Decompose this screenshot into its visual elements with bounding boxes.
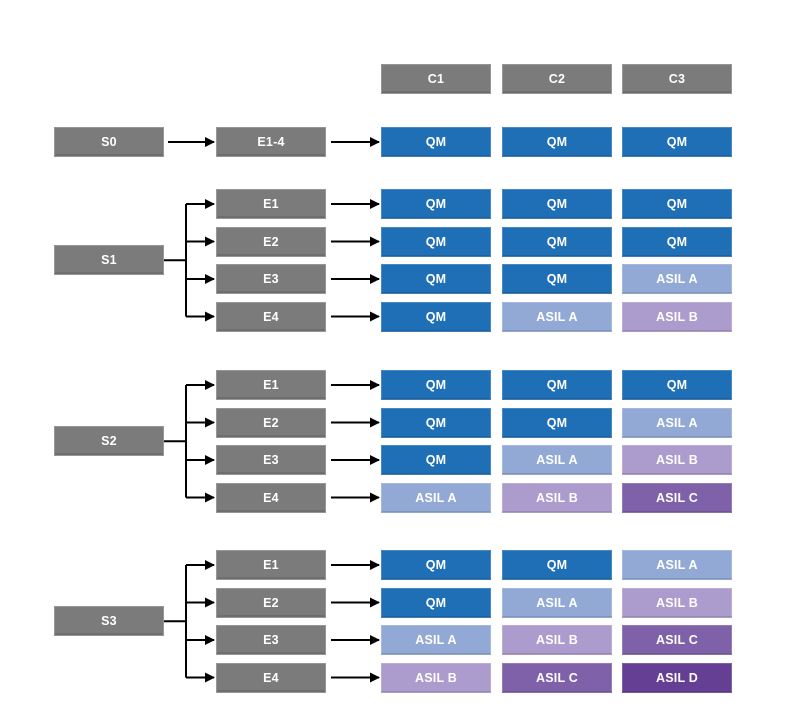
exposure-box-s3-e1: E1: [216, 550, 326, 580]
asil-cell-s1-e4-c2: ASIL A: [502, 301, 612, 332]
severity-box-s3: S3: [54, 606, 164, 637]
asil-cell-s0-e1-4-c1: QM: [381, 127, 491, 157]
asil-cell-s3-e3-c1: ASIL A: [381, 625, 491, 655]
asil-cell-s1-e3-c1: QM: [381, 264, 491, 294]
exposure-box-s1-e3: E3: [216, 264, 326, 294]
asil-cell-s2-e3-c1: QM: [381, 445, 491, 475]
asil-cell-s0-e1-4-c3: QM: [622, 127, 732, 157]
column-header-c1: C1: [381, 64, 491, 94]
asil-cell-s2-e3-c2: ASIL A: [502, 445, 612, 475]
exposure-box-s2-e3: E3: [216, 445, 326, 475]
asil-cell-s3-e4-c3: ASIL D: [622, 662, 732, 693]
asil-cell-s1-e4-c1: QM: [381, 301, 491, 332]
asil-cell-s2-e1-c1: QM: [381, 370, 491, 400]
asil-cell-s2-e1-c2: QM: [502, 370, 612, 400]
asil-cell-s2-e4-c1: ASIL A: [381, 482, 491, 513]
asil-cell-s1-e4-c3: ASIL B: [622, 301, 732, 332]
asil-cell-s3-e1-c3: ASIL A: [622, 550, 732, 580]
asil-cell-s3-e3-c2: ASIL B: [502, 625, 612, 655]
exposure-box-s1-e2: E2: [216, 226, 326, 257]
severity-box-s2: S2: [54, 426, 164, 457]
asil-cell-s1-e3-c2: QM: [502, 264, 612, 294]
asil-cell-s3-e4-c2: ASIL C: [502, 662, 612, 693]
asil-cell-s2-e4-c3: ASIL C: [622, 482, 732, 513]
asil-cell-s3-e3-c3: ASIL C: [622, 625, 732, 655]
asil-cell-s1-e1-c3: QM: [622, 189, 732, 219]
column-header-c3: C3: [622, 64, 732, 94]
exposure-box-s3-e3: E3: [216, 625, 326, 655]
exposure-box-s2-e1: E1: [216, 370, 326, 400]
asil-cell-s1-e2-c2: QM: [502, 226, 612, 257]
column-header-c2: C2: [502, 64, 612, 94]
asil-cell-s0-e1-4-c2: QM: [502, 127, 612, 157]
exposure-box-s1-e1: E1: [216, 189, 326, 219]
asil-cell-s2-e2-c1: QM: [381, 407, 491, 438]
exposure-box-s1-e4: E4: [216, 301, 326, 332]
asil-cell-s3-e2-c1: QM: [381, 587, 491, 618]
exposure-box-s2-e4: E4: [216, 482, 326, 513]
asil-cell-s2-e2-c3: ASIL A: [622, 407, 732, 438]
exposure-box-s3-e4: E4: [216, 662, 326, 693]
asil-cell-s3-e2-c3: ASIL B: [622, 587, 732, 618]
asil-cell-s1-e1-c2: QM: [502, 189, 612, 219]
asil-cell-s3-e1-c2: QM: [502, 550, 612, 580]
asil-cell-s2-e4-c2: ASIL B: [502, 482, 612, 513]
asil-cell-s2-e3-c3: ASIL B: [622, 445, 732, 475]
exposure-box-s3-e2: E2: [216, 587, 326, 618]
exposure-box-s2-e2: E2: [216, 407, 326, 438]
asil-cell-s1-e1-c1: QM: [381, 189, 491, 219]
asil-cell-s3-e1-c1: QM: [381, 550, 491, 580]
asil-cell-s1-e2-c3: QM: [622, 226, 732, 257]
asil-cell-s2-e2-c2: QM: [502, 407, 612, 438]
asil-cell-s2-e1-c3: QM: [622, 370, 732, 400]
asil-cell-s1-e3-c3: ASIL A: [622, 264, 732, 294]
asil-cell-s3-e2-c2: ASIL A: [502, 587, 612, 618]
asil-cell-s3-e4-c1: ASIL B: [381, 662, 491, 693]
exposure-box-s0-e1-4: E1-4: [216, 127, 326, 157]
severity-box-s1: S1: [54, 245, 164, 276]
severity-box-s0: S0: [54, 127, 164, 157]
asil-cell-s1-e2-c1: QM: [381, 226, 491, 257]
